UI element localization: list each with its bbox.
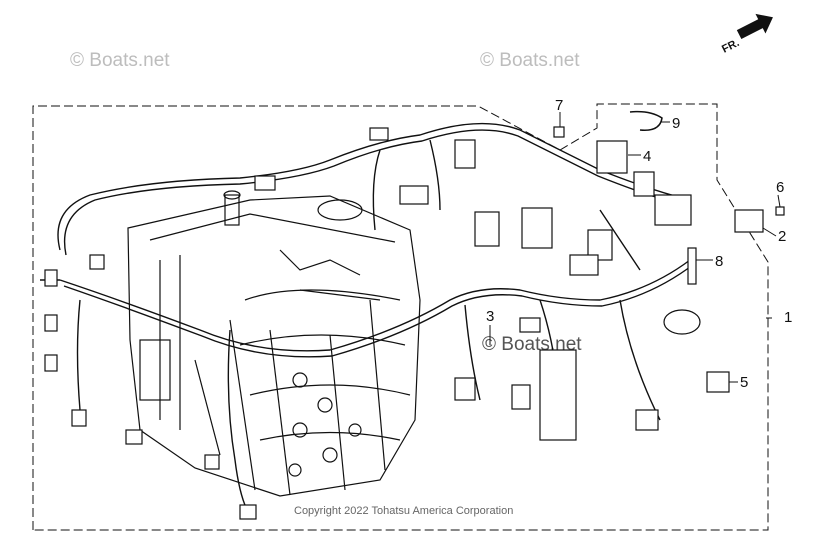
callout-8: 8 [715, 253, 723, 270]
callout-9: 9 [672, 115, 680, 132]
callout-1: 1 [784, 309, 792, 326]
part-clip-9 [629, 110, 663, 131]
front-direction-arrow [736, 13, 773, 39]
copyright-notice: Copyright 2022 Tohatsu America Corporati… [294, 505, 513, 517]
callout-6: 6 [776, 179, 784, 196]
callout-3: 3 [486, 308, 494, 325]
harness-connectors [44, 126, 785, 520]
callout-leaders [489, 112, 781, 383]
callout-7: 7 [555, 97, 563, 114]
callout-2: 2 [778, 228, 786, 245]
engine-block [127, 190, 421, 497]
callout-5: 5 [740, 374, 748, 391]
front-label: FR. [720, 37, 741, 56]
watermark-top-left: © Boats.net [70, 50, 170, 71]
wire-harness [40, 122, 695, 516]
assembly-frame [32, 103, 769, 531]
watermark-top-right: © Boats.net [480, 50, 580, 71]
callout-4: 4 [643, 148, 651, 165]
